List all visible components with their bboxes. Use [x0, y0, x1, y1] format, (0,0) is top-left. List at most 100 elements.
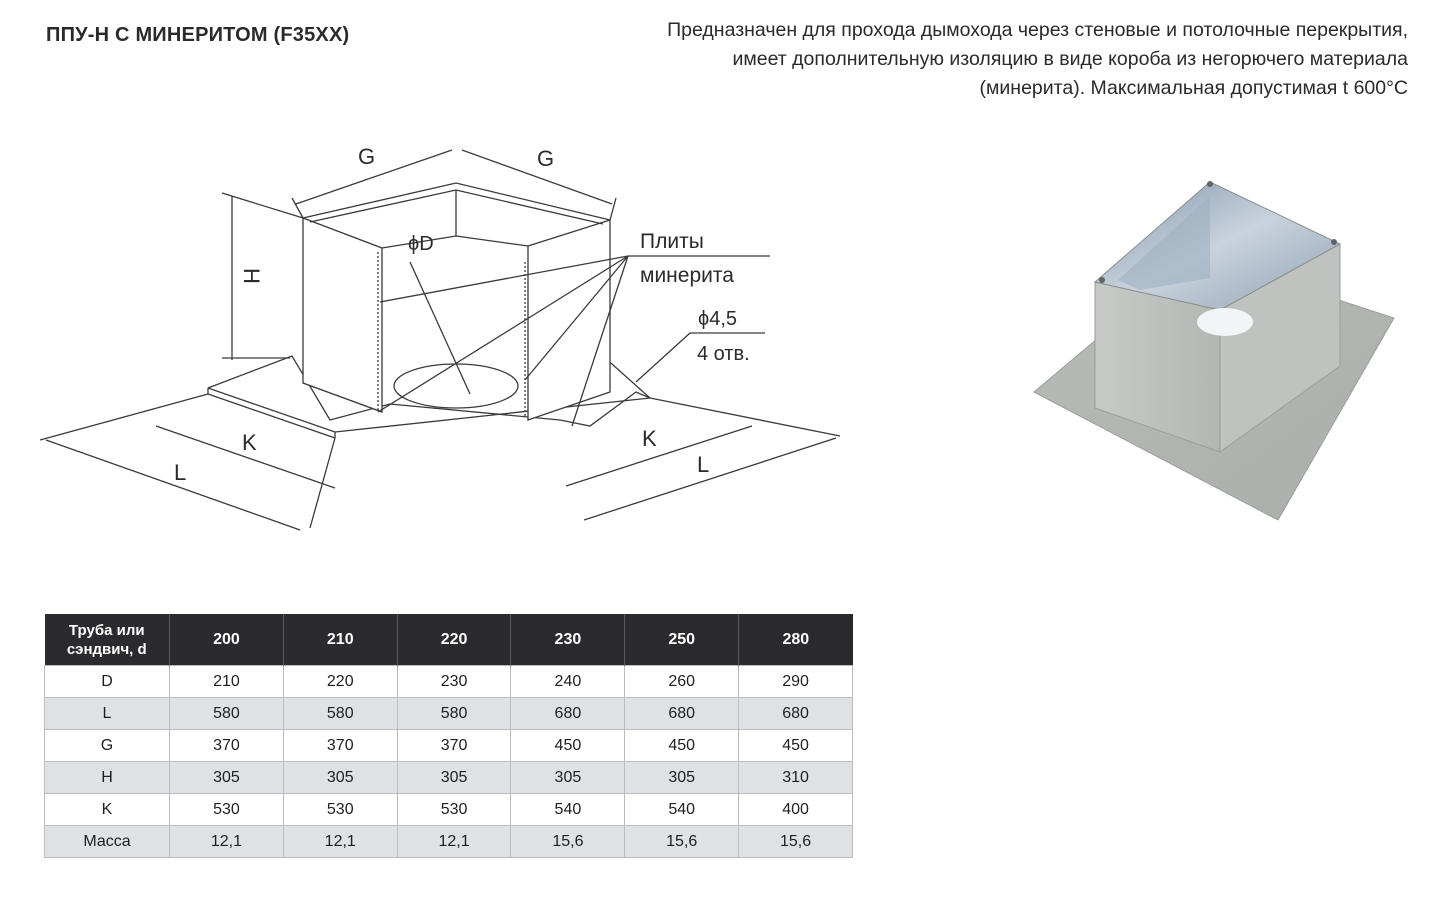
header-label-line: сэндвич, d [66, 640, 147, 658]
row-label: D [44, 665, 170, 698]
label-hole-count: 4 отв. [697, 343, 750, 365]
label-l-right: L [697, 452, 709, 477]
table-cell: 290 [738, 665, 853, 698]
dim-g-left-ext [291, 197, 304, 219]
row-label: H [44, 761, 170, 794]
label-k-left: K [242, 430, 257, 455]
label-plates-line2: минерита [640, 264, 734, 287]
photo-box-inner-wall [1118, 196, 1210, 290]
label-g-left: G [358, 144, 375, 169]
dim-ext [649, 397, 841, 437]
table-row: L 580 580 580 680 680 680 [44, 697, 853, 730]
table-cell: 15,6 [738, 825, 853, 858]
table-cell: 450 [624, 729, 740, 762]
header-label-line: Труба или [68, 621, 145, 639]
table-cell: 370 [396, 729, 512, 762]
label-d: ϕD [408, 233, 434, 255]
table-cell: 530 [396, 793, 512, 826]
table-row: K 530 530 530 540 540 400 [44, 793, 853, 826]
table-cell: 680 [624, 697, 740, 730]
photo-screw [1207, 181, 1213, 187]
row-label: G [44, 729, 170, 762]
table-cell: 540 [510, 793, 626, 826]
box-top-rim [302, 182, 611, 221]
table-cell: 580 [396, 697, 512, 730]
table-row: D 210 220 230 240 260 290 [44, 665, 853, 698]
box-left-wall [302, 217, 383, 413]
table-cell: 210 [169, 665, 284, 698]
table-cell: 530 [282, 793, 398, 826]
table-header-label: Труба или сэндвич, d [44, 614, 170, 666]
leader-plates [379, 255, 629, 303]
label-g-right: G [537, 146, 554, 171]
description-line: Предназначен для прохода дымохода через … [667, 19, 1408, 41]
table-header-cell: 250 [624, 614, 740, 666]
leader-plates [571, 255, 629, 427]
table-header-cell: 220 [397, 614, 512, 666]
label-k-right: K [642, 426, 657, 451]
dim-g-right-ext [609, 197, 617, 221]
dim-h-ext-top [221, 192, 304, 219]
leader-d [409, 261, 471, 395]
dim-k-right [565, 425, 753, 487]
dim-ext [309, 437, 336, 529]
product-photo [1033, 181, 1395, 521]
description-line: (минерита). Максимальная допустимая t 60… [979, 77, 1408, 99]
table-cell: 12,1 [169, 825, 284, 858]
photo-pipe-hole [1197, 308, 1253, 336]
table-cell: 12,1 [396, 825, 512, 858]
table-row: G 370 370 370 450 450 450 [44, 729, 853, 762]
table-cell: 450 [738, 729, 853, 762]
row-label: Масса [44, 825, 170, 858]
table-cell: 370 [169, 729, 284, 762]
table-header-row: Труба или сэндвич, d 200 210 220 230 250… [44, 614, 853, 666]
table-cell: 305 [282, 761, 398, 794]
row-label: K [44, 793, 170, 826]
table-cell: 450 [510, 729, 626, 762]
table-cell: 15,6 [510, 825, 626, 858]
table-cell: 580 [282, 697, 398, 730]
spec-table: Труба или сэндвич, d 200 210 220 230 250… [44, 614, 853, 858]
table-cell: 400 [738, 793, 853, 826]
table-cell: 305 [169, 761, 284, 794]
dim-g-left [295, 149, 453, 205]
table-cell: 260 [624, 665, 740, 698]
table-header-cell: 200 [169, 614, 284, 666]
technical-drawing: G G H ϕD Плиты минерита ϕ4,5 4 отв. K L … [39, 144, 841, 531]
table-header-cell: 230 [510, 614, 626, 666]
table-cell: 240 [510, 665, 626, 698]
table-cell: 305 [624, 761, 740, 794]
table-cell: 12,1 [282, 825, 398, 858]
label-plates-line1: Плиты [640, 230, 704, 253]
product-title: ППУ-Н С МИНЕРИТОМ (F35XX) [46, 24, 350, 46]
label-hole-size: ϕ4,5 [698, 308, 737, 330]
base-plate-outline [207, 355, 653, 433]
dim-l-right [583, 437, 837, 521]
table-cell: 310 [738, 761, 853, 794]
base-plate-edge [602, 355, 651, 399]
table-cell: 680 [738, 697, 853, 730]
dim-g-right [461, 149, 613, 205]
product-description: Предназначен для прохода дымохода через … [448, 16, 1408, 103]
photo-screw [1099, 277, 1105, 283]
pipe-opening [393, 363, 519, 409]
table-cell: 230 [396, 665, 512, 698]
photo-screw [1331, 239, 1337, 245]
leader-plates [524, 255, 629, 381]
box-right-wall [527, 219, 611, 421]
table-cell: 220 [282, 665, 398, 698]
box-inner-floor [381, 235, 529, 249]
table-cell: 680 [510, 697, 626, 730]
base-plate-edge [207, 393, 336, 439]
leader-hole [635, 332, 691, 383]
dim-k-left [155, 425, 336, 489]
table-cell: 305 [510, 761, 626, 794]
label-l-left: L [174, 460, 186, 485]
description-line: имеет дополнительную изоляцию в виде кор… [732, 48, 1408, 70]
row-label: L [44, 697, 170, 730]
table-cell: 540 [624, 793, 740, 826]
table-cell: 305 [396, 761, 512, 794]
table-cell: 530 [169, 793, 284, 826]
table-cell: 580 [169, 697, 284, 730]
table-cell: 15,6 [624, 825, 740, 858]
